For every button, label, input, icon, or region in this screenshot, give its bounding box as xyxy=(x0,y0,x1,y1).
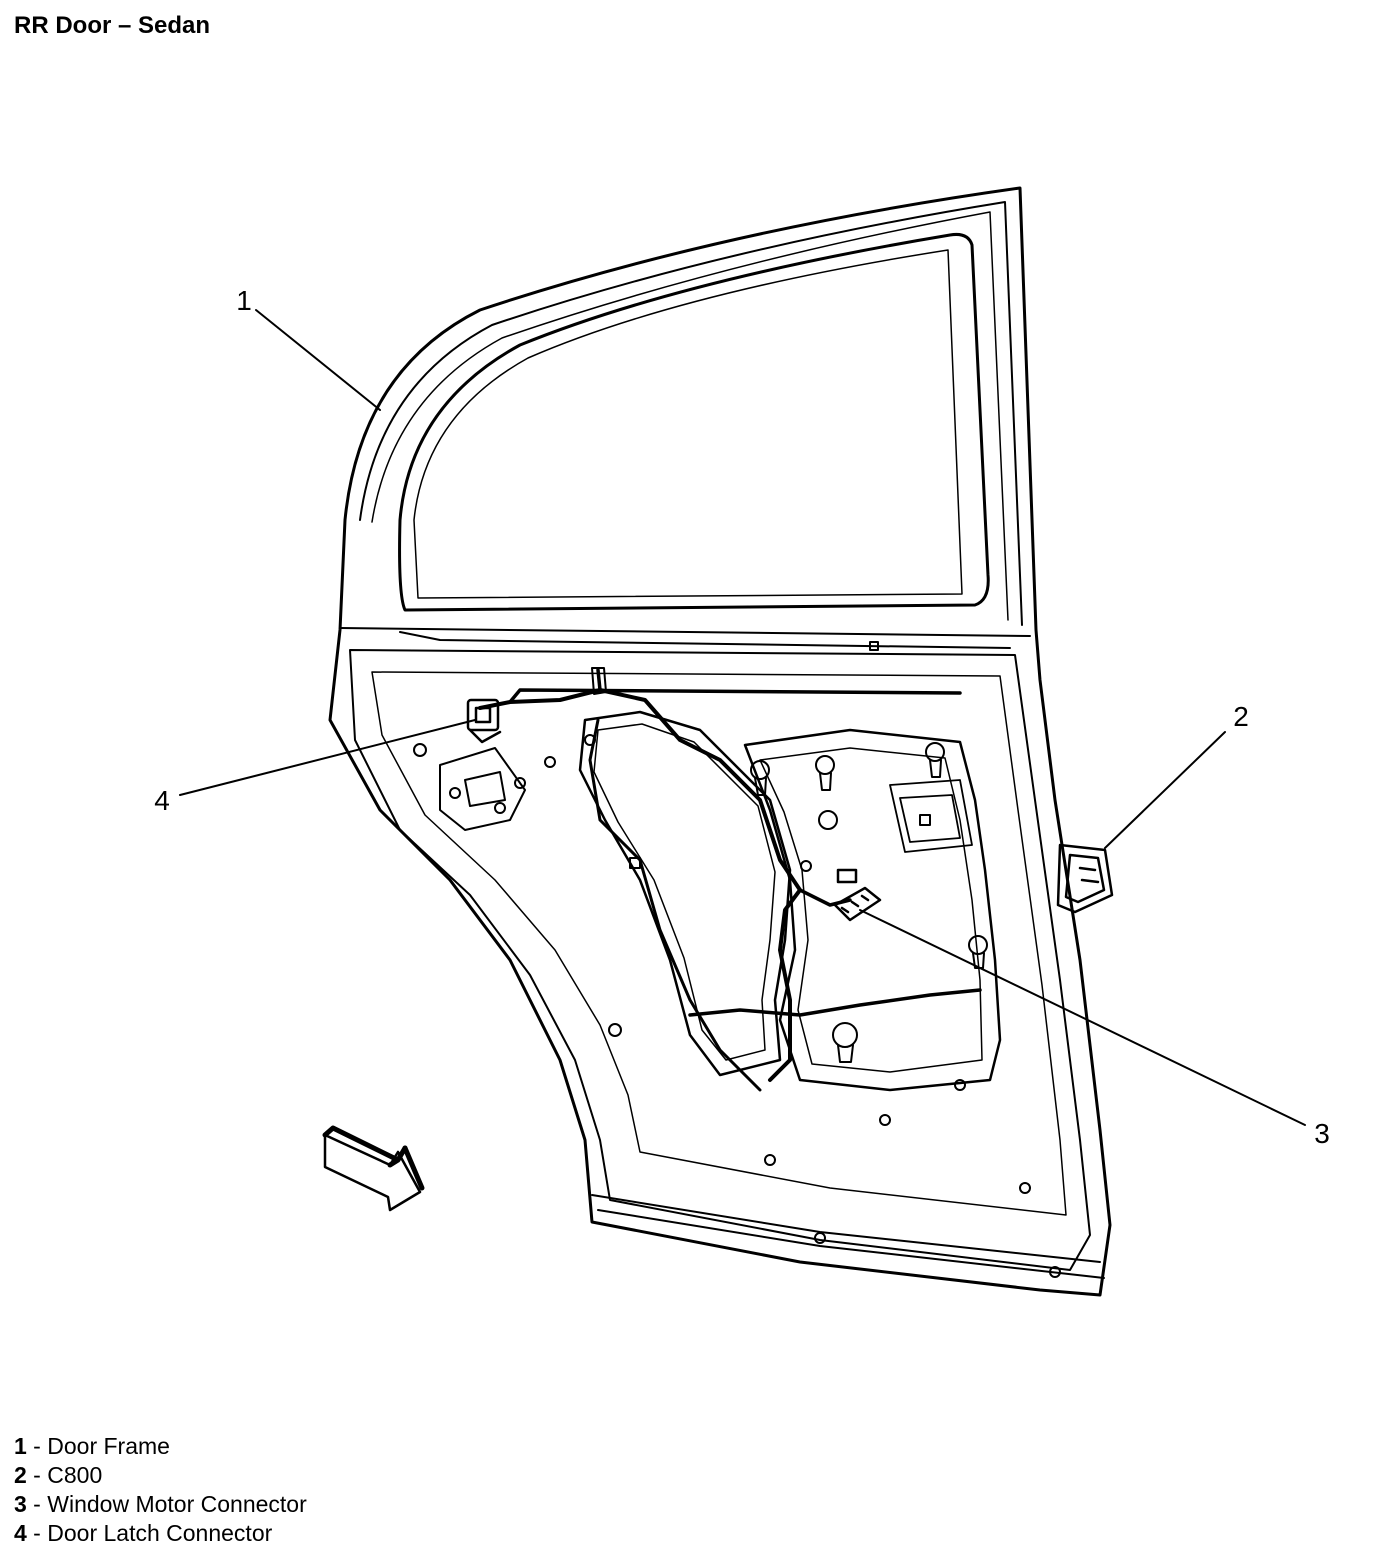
regulator-plate-rib xyxy=(759,747,983,1073)
belt-line xyxy=(339,627,1031,649)
inner-panel-flange xyxy=(371,671,1067,1216)
door-latch-connector xyxy=(466,698,502,744)
c800-connector xyxy=(1056,843,1114,914)
legend-number: 4 xyxy=(14,1520,27,1546)
wiring-harness-inner xyxy=(588,718,762,1092)
wiring-harness-branch xyxy=(508,668,982,1017)
window-glass-edge xyxy=(413,249,963,599)
legend-separator: - xyxy=(26,1520,48,1546)
legend-separator: - xyxy=(26,1462,48,1488)
pocket-right xyxy=(889,779,973,853)
callout-4: 4 xyxy=(154,785,170,816)
door-frame-bead-2 xyxy=(371,211,1009,621)
wiring-harness xyxy=(478,688,802,1082)
callout-2: 2 xyxy=(1233,701,1249,732)
legend-number: 2 xyxy=(14,1462,27,1488)
legend-separator: - xyxy=(26,1491,48,1517)
legend-label: Door Latch Connector xyxy=(47,1520,273,1546)
door-frame-outline xyxy=(328,186,1112,1297)
diagram-title: RR Door – Sedan xyxy=(14,12,211,39)
window-opening xyxy=(398,233,990,612)
keyhole-slots xyxy=(750,742,988,1063)
legend: 1 - Door Frame 2 - C800 3 - Window Motor… xyxy=(14,1432,307,1548)
legend-separator: - xyxy=(26,1433,48,1459)
legend-item: 1 - Door Frame xyxy=(14,1432,307,1461)
access-opening xyxy=(578,710,792,1077)
door-frame-bead xyxy=(359,201,1023,626)
legend-label: C800 xyxy=(47,1462,103,1488)
legend-item: 2 - C800 xyxy=(14,1461,307,1490)
callout-1: 1 xyxy=(236,285,252,316)
inner-panel xyxy=(349,649,1091,1271)
harness-clip xyxy=(591,667,607,695)
front-direction-arrow-icon xyxy=(322,1125,425,1212)
legend-label: Window Motor Connector xyxy=(47,1491,307,1517)
legend-label: Door Frame xyxy=(47,1433,170,1459)
legend-item: 4 - Door Latch Connector xyxy=(14,1519,307,1548)
legend-number: 1 xyxy=(14,1433,27,1459)
legend-number: 3 xyxy=(14,1491,27,1517)
window-motor-connector xyxy=(833,868,882,922)
callout-3: 3 xyxy=(1314,1118,1330,1149)
access-opening-flange xyxy=(593,723,776,1061)
legend-item: 3 - Window Motor Connector xyxy=(14,1490,307,1519)
latch-mount xyxy=(439,747,526,831)
leader-lines xyxy=(179,309,1306,1126)
